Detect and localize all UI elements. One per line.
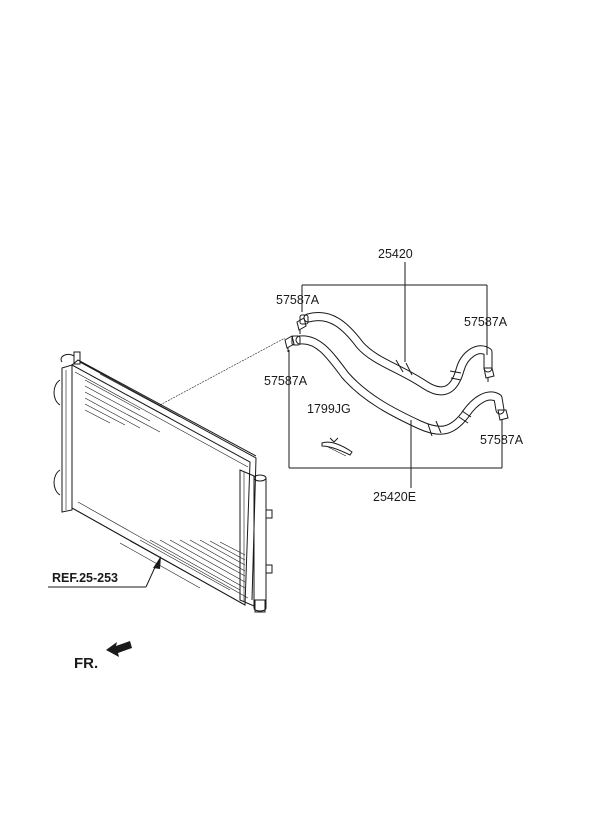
label-clamp-bottom-left: 57587A bbox=[264, 374, 308, 388]
clamp-top-left-icon bbox=[296, 317, 307, 334]
leader-condenser-to-fitting bbox=[159, 337, 286, 406]
clamp-top-right-icon bbox=[483, 367, 495, 382]
label-clamp-top-left: 57587A bbox=[276, 293, 320, 307]
hose-lower bbox=[295, 335, 505, 437]
condenser-fins bbox=[84, 373, 246, 592]
label-hose-assembly-e: 25420E bbox=[373, 490, 416, 504]
receiver-drier-tank bbox=[253, 474, 273, 613]
label-hose-assembly: 25420 bbox=[378, 247, 413, 261]
condenser-assembly bbox=[53, 351, 273, 613]
arrow-left-icon bbox=[106, 641, 132, 657]
label-clip: 1799JG bbox=[307, 402, 351, 416]
clamp-bottom-left-icon bbox=[284, 335, 295, 352]
label-clamp-top-right: 57587A bbox=[464, 315, 508, 329]
hose-upper bbox=[303, 312, 493, 396]
fitting-left bbox=[291, 314, 309, 346]
label-front: FR. bbox=[74, 655, 98, 672]
label-reference[interactable]: REF.25-253 bbox=[52, 571, 118, 585]
label-clamp-bottom-right: 57587A bbox=[480, 433, 524, 447]
hose-clip-icon bbox=[321, 437, 353, 457]
callout-brackets bbox=[48, 262, 503, 588]
